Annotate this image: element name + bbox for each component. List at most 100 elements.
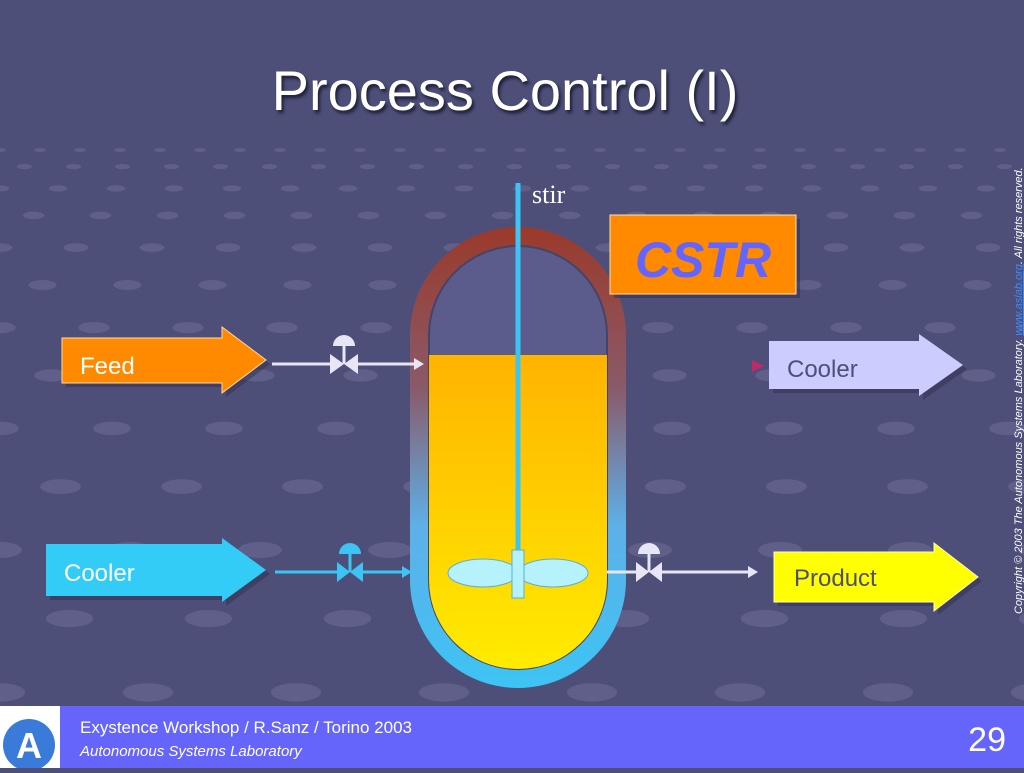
floor-dot <box>22 211 45 220</box>
floor-dot <box>0 243 13 252</box>
floor-dot <box>874 148 886 152</box>
floor-dot <box>834 148 846 152</box>
floor-dot <box>554 148 566 152</box>
floor-dot <box>280 185 300 192</box>
floor-dot <box>93 421 131 436</box>
product-valve[interactable] <box>636 543 662 582</box>
floor-dot <box>368 542 412 558</box>
floor-dot <box>343 369 378 382</box>
floor-dot <box>283 280 312 290</box>
floor-dot <box>89 211 112 220</box>
floor-dot <box>122 683 174 702</box>
floor-dot <box>114 164 131 170</box>
floor-dot <box>291 243 317 253</box>
floor-dot <box>800 164 817 170</box>
floor-dot <box>740 610 789 628</box>
floor-dot <box>16 164 33 170</box>
floor-dot <box>558 211 581 220</box>
floor-dot <box>898 164 915 170</box>
floor-dot <box>1018 613 1024 624</box>
floor-dot <box>570 185 590 192</box>
floor-dot <box>766 479 807 494</box>
floor-dot <box>506 164 523 170</box>
floor-dot <box>74 148 86 152</box>
floor-dot <box>310 164 327 170</box>
floor-dot <box>914 148 926 152</box>
cooler-out-pipe <box>628 360 764 372</box>
floor-dot <box>28 280 57 290</box>
floor-dot <box>368 280 397 290</box>
floor-dot <box>0 683 26 702</box>
product-label: Product <box>794 565 877 592</box>
floor-dot <box>994 148 1006 152</box>
floor-dot <box>261 164 278 170</box>
floor-dot <box>34 369 69 382</box>
floor-dot <box>653 421 691 436</box>
floor-dot <box>1008 479 1024 494</box>
floor-dot <box>290 211 313 220</box>
floor-dot <box>645 479 686 494</box>
floor-dot <box>634 148 646 152</box>
floor-dot <box>947 164 964 170</box>
floor-dot <box>317 421 355 436</box>
floor-dot <box>628 185 648 192</box>
floor-dot <box>359 164 376 170</box>
floor-dot <box>0 421 19 436</box>
floor-dot <box>1018 323 1024 332</box>
floor-dot <box>234 148 246 152</box>
floor-dot <box>434 148 446 152</box>
floor-dot <box>194 148 206 152</box>
floor-dot <box>198 280 227 290</box>
floor-dot <box>823 243 849 253</box>
copyright-notice: Copyright © 2003 The Autonomous Systems … <box>1013 84 1024 614</box>
floor-dot <box>78 322 110 334</box>
floor-dot <box>802 185 822 192</box>
floor-dot <box>765 421 803 436</box>
footer-bar: A Exystence Workshop / R.Sanz / Torino 2… <box>0 706 1024 771</box>
floor-dot <box>474 148 486 152</box>
floor-dot <box>338 185 358 192</box>
floor-dot <box>887 479 928 494</box>
feed-label: Feed <box>80 353 135 380</box>
floor-dot <box>877 421 915 436</box>
floor-dot <box>686 185 706 192</box>
cooler-out-label: Cooler <box>787 356 858 383</box>
floor-dot <box>736 322 768 334</box>
floor-dot <box>652 369 687 382</box>
feed-pipe <box>272 358 424 370</box>
cooler-in-valve[interactable] <box>337 543 363 582</box>
floor-dot <box>212 164 229 170</box>
cstr-label: CSTR <box>635 232 771 288</box>
floor-dot <box>172 322 204 334</box>
page-number: 29 <box>968 721 1006 759</box>
floor-dot <box>899 243 925 253</box>
floor-dot <box>975 243 1001 253</box>
floor-dot <box>367 243 393 253</box>
floor-dot <box>0 148 6 152</box>
cooler-out-arrow: Cooler <box>769 334 967 400</box>
floor-dot <box>794 148 806 152</box>
floor-dot <box>0 322 16 334</box>
floor-dot <box>642 322 674 334</box>
floor-dot <box>454 185 474 192</box>
aslab-link[interactable]: www.aslab.org <box>1013 264 1024 336</box>
floor-dot <box>604 164 621 170</box>
floor-dot <box>793 280 822 290</box>
cooler-in-pipe <box>275 566 412 578</box>
floor-dot <box>976 185 996 192</box>
floor-dot <box>826 211 849 220</box>
floor-dot <box>714 148 726 152</box>
floor-dot <box>222 185 242 192</box>
floor-dot <box>139 243 165 253</box>
floor-dot <box>879 610 928 628</box>
floor-dot <box>238 542 282 558</box>
floor-dot <box>963 280 992 290</box>
feed-valve[interactable] <box>330 335 358 374</box>
floor-dot <box>323 610 372 628</box>
floor-dot <box>408 164 425 170</box>
cooler-in-arrow: Cooler <box>46 538 270 606</box>
floor-dot <box>223 211 246 220</box>
floor-dot <box>860 185 880 192</box>
floor-dot <box>961 369 996 382</box>
floor-dot <box>996 164 1013 170</box>
